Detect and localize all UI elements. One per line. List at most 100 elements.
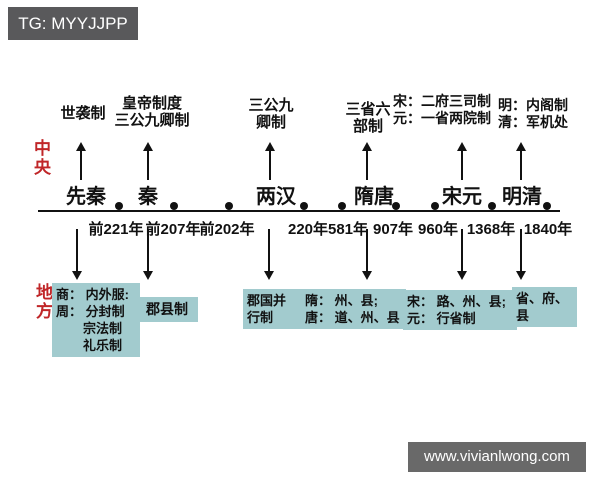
box-line: 隋： 州、县; <box>305 293 378 308</box>
arrow-stem <box>520 151 522 180</box>
arrow-stem <box>147 151 149 180</box>
institution-line: 宋：二府三司制 <box>393 93 491 109</box>
dynasty-label: 两汉 <box>256 186 296 208</box>
central-institution-label: 明：内阁制 清：军机处 <box>498 97 568 131</box>
box-line: 郡国并 <box>247 293 287 308</box>
box-line: 唐： 道、州、县 <box>305 310 400 325</box>
dynasty-label: 秦 <box>138 186 158 208</box>
arrow-stem <box>269 151 271 180</box>
central-institution-label: 宋：二府三司制 元：一省两院制 <box>393 93 491 127</box>
date-label: 220年 <box>287 221 329 238</box>
institution-line: 清：军机处 <box>498 114 568 130</box>
institution-line: 皇帝制度 <box>121 95 183 112</box>
institution-line: 三公九 <box>248 97 294 114</box>
timeline-dot <box>338 202 346 210</box>
institution-line: 元：一省两院制 <box>393 110 491 126</box>
arrow-head <box>516 271 526 280</box>
date-label: 前207年 <box>145 221 201 238</box>
arrow-stem <box>366 229 368 271</box>
local-row-label: 地方 <box>36 283 53 321</box>
timeline-dot <box>488 202 496 210</box>
dynasty-label: 明清 <box>502 186 542 208</box>
arrow-stem <box>461 229 463 271</box>
down-arrow-icon <box>514 229 528 280</box>
down-arrow-icon <box>455 229 469 280</box>
date-label: 960年 <box>417 221 459 238</box>
down-arrow-icon <box>262 229 276 280</box>
watermark-badge-top: TG: MYYJJPP <box>8 7 138 40</box>
up-arrow-icon <box>455 142 469 180</box>
timeline-dot <box>392 202 400 210</box>
box-line: 省、府、 <box>516 291 569 306</box>
down-arrow-icon <box>141 229 155 280</box>
up-arrow-icon <box>514 142 528 180</box>
timeline-dot <box>543 202 551 210</box>
central-institution-label: 皇帝制度 三公九卿制 <box>114 95 189 129</box>
arrow-head <box>143 142 153 151</box>
date-label: 1368年 <box>466 221 516 238</box>
local-institution-box: 商： 内外服: 周： 分封制 宗法制 礼乐制 <box>52 283 140 357</box>
arrow-stem <box>80 151 82 180</box>
date-label: 581年 <box>327 221 369 238</box>
timeline-axis <box>38 210 560 212</box>
down-arrow-icon <box>360 229 374 280</box>
box-line: 宗法制 <box>83 321 123 336</box>
central-institution-label: 三省六 部制 <box>345 101 390 135</box>
dynasty-label: 隋唐 <box>354 186 394 208</box>
box-line: 商： 内外服: <box>56 287 129 302</box>
timeline-dot <box>225 202 233 210</box>
arrow-head <box>72 271 82 280</box>
box-line: 周： 分封制 <box>56 304 125 319</box>
up-arrow-icon <box>141 142 155 180</box>
arrow-stem <box>366 151 368 180</box>
arrow-stem <box>147 229 149 271</box>
arrow-head <box>264 271 274 280</box>
box-line: 郡县制 <box>146 301 188 317</box>
box-line: 礼乐制 <box>83 338 123 353</box>
local-institution-box: 隋： 州、县; 唐： 道、州、县 <box>301 289 406 329</box>
arrow-head <box>457 271 467 280</box>
timeline-dot <box>300 202 308 210</box>
dynasty-label: 宋元 <box>442 186 482 208</box>
central-institution-label: 世袭制 <box>60 105 105 122</box>
arrow-stem <box>520 229 522 271</box>
local-institution-box: 郡县制 <box>136 297 198 322</box>
arrow-stem <box>76 229 78 271</box>
date-label: 1840年 <box>523 221 573 238</box>
box-line: 行制 <box>247 310 274 325</box>
date-label: 前202年 <box>199 221 255 238</box>
local-institution-box: 宋： 路、州、县; 元： 行省制 <box>403 290 517 330</box>
institution-line: 世袭制 <box>60 105 106 122</box>
down-arrow-icon <box>70 229 84 280</box>
institution-line: 三省六 <box>345 101 391 118</box>
arrow-head <box>76 142 86 151</box>
dynasty-label: 先秦 <box>66 186 106 208</box>
up-arrow-icon <box>74 142 88 180</box>
timeline-dot <box>431 202 439 210</box>
up-arrow-icon <box>263 142 277 180</box>
arrow-stem <box>461 151 463 180</box>
central-row-label: 中央 <box>34 139 51 177</box>
institution-line: 部制 <box>352 118 384 135</box>
box-line: 县 <box>516 308 530 323</box>
arrow-head <box>516 142 526 151</box>
arrow-head <box>457 142 467 151</box>
local-institution-box: 郡国并 行制 <box>243 289 305 329</box>
arrow-head <box>362 142 372 151</box>
institution-line: 卿制 <box>255 114 287 131</box>
date-label: 前221年 <box>88 221 144 238</box>
arrow-head <box>362 271 372 280</box>
up-arrow-icon <box>360 142 374 180</box>
arrow-head <box>265 142 275 151</box>
box-line: 宋： 路、州、县; <box>407 294 506 309</box>
institution-line: 明：内阁制 <box>498 97 568 113</box>
date-label: 907年 <box>372 221 414 238</box>
central-institution-label: 三公九 卿制 <box>248 97 293 131</box>
timeline-dot <box>170 202 178 210</box>
institution-line: 三公九卿制 <box>114 112 190 129</box>
watermark-badge-bottom: www.vivianlwong.com <box>408 442 586 472</box>
arrow-head <box>143 271 153 280</box>
timeline-dot <box>115 202 123 210</box>
box-line: 元： 行省制 <box>407 311 476 326</box>
